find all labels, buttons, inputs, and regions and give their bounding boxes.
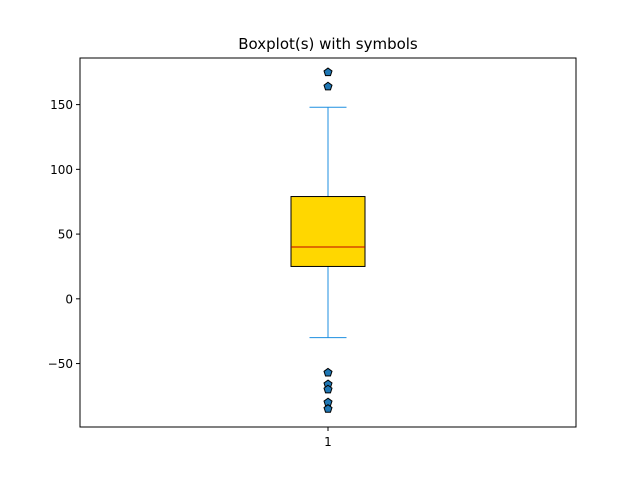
- y-tick-label: 0: [65, 292, 73, 306]
- plot-frame: [79, 57, 577, 428]
- outlier-point: [323, 67, 333, 77]
- chart-title: Boxplot(s) with symbols: [238, 35, 418, 53]
- x-tick-label: 1: [324, 435, 332, 449]
- outlier-point: [323, 81, 333, 91]
- box-iqr: [290, 196, 366, 267]
- plot-area: −50 0 50 100 150 1: [48, 67, 366, 449]
- y-tick-label: 150: [50, 98, 73, 112]
- outlier-point: [323, 384, 333, 394]
- outlier-point: [323, 367, 333, 377]
- y-tick-label: 100: [50, 163, 73, 177]
- y-tick-label: 50: [58, 228, 73, 242]
- outlier-point: [323, 404, 333, 413]
- y-tick-label: −50: [48, 357, 73, 371]
